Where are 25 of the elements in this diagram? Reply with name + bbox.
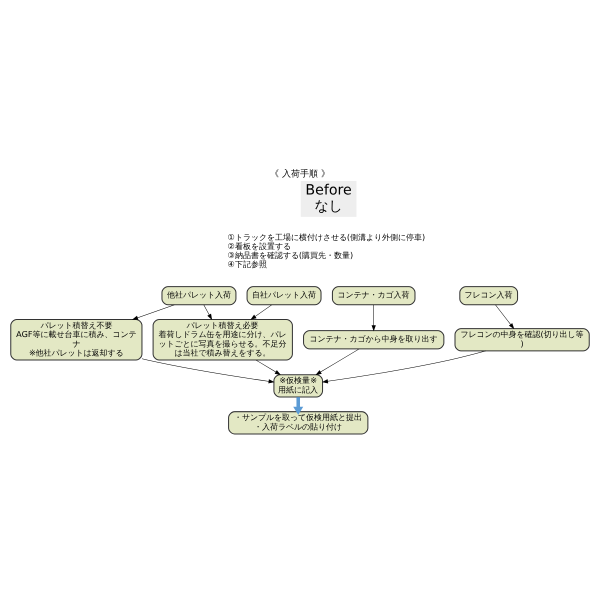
node-box: ・サンプルを取って仮検用紙と提出 ・入荷ラベルの貼り付け bbox=[228, 410, 368, 434]
node-box: パレット積替え不要 AGF等に載せ台車に積み、コンテナ ※他社パレットは返却する bbox=[10, 318, 142, 360]
node-box: コンテナ・カゴから中身を取り出す bbox=[303, 330, 444, 349]
label: ①トラックを工場に横付けさせる(側溝より外側に停車) bbox=[228, 231, 426, 242]
label: ③納品書を確認する(購買先・数量) bbox=[228, 250, 354, 260]
arrow bbox=[250, 304, 272, 320]
label: ④下記参照 bbox=[228, 258, 267, 269]
node-box: フレコンの中身を確認(切り出し等) bbox=[454, 328, 590, 351]
arrow bbox=[495, 304, 514, 329]
node-box: フレコン入荷 bbox=[459, 286, 518, 305]
arrow bbox=[142, 358, 275, 383]
arrow bbox=[293, 396, 304, 414]
arrow bbox=[322, 350, 486, 383]
diagram-title: 《 入荷手順 》 bbox=[270, 168, 330, 179]
arrow bbox=[132, 304, 175, 320]
label: ②看板を設置する bbox=[228, 240, 291, 250]
node-box: 自社パレット入荷 bbox=[246, 286, 322, 305]
arrow bbox=[204, 304, 212, 320]
node-box: 他社パレット入荷 bbox=[161, 286, 236, 305]
node-box: パレット積替え必要 着荷しドラム缶を用途に分け、パレットごとに写真を撮らせる。不足分は当社で積み替えをする。 bbox=[152, 318, 293, 360]
node-box: ※仮検量※ 用紙に記入 bbox=[273, 374, 324, 397]
arrow bbox=[372, 304, 376, 331]
arrow bbox=[315, 348, 360, 375]
node-box: コンテナ・カゴ入荷 bbox=[332, 286, 416, 305]
arrow bbox=[256, 359, 281, 375]
